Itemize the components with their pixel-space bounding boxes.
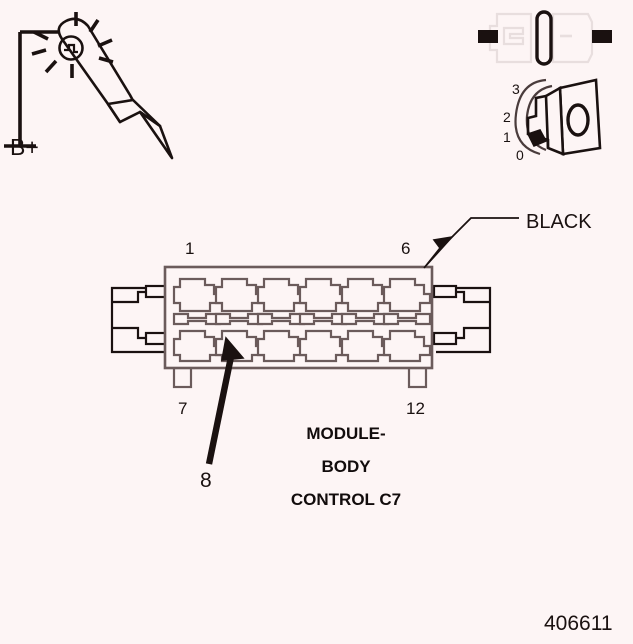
connector-left-leads xyxy=(110,284,170,354)
terminal-cavity-9 xyxy=(256,329,306,363)
probe-body xyxy=(57,17,174,160)
right-terminal-upper xyxy=(432,284,458,299)
latch-tab-6 xyxy=(382,312,432,326)
connector-right-leads xyxy=(432,284,492,354)
callout-pin8-leader xyxy=(205,351,236,465)
mounting-tab-left xyxy=(172,365,193,389)
bplus-label: B+ xyxy=(10,134,39,160)
probe-handle xyxy=(57,17,140,124)
pin-number-top-right: 6 xyxy=(401,239,411,258)
connector-half-left-blade xyxy=(502,26,525,46)
latch-row-middle xyxy=(172,312,432,326)
light-rays xyxy=(31,12,114,78)
connector-caption: MODULE- BODY CONTROL C7 xyxy=(248,425,444,508)
ignition-key-switch-icon xyxy=(514,78,602,156)
connector-disconnected-icon xyxy=(478,10,612,66)
connector-caption-line-3: CONTROL C7 xyxy=(290,490,402,509)
key-position-pointer xyxy=(526,129,548,148)
callout-black xyxy=(423,217,519,269)
left-lead-outer-frame xyxy=(110,286,166,354)
connector-lead-left xyxy=(478,30,498,43)
key-head-face xyxy=(558,78,602,156)
connector-caption-line-1: MODULE- xyxy=(306,424,386,443)
terminal-cavity-10 xyxy=(298,329,348,363)
terminal-row-top xyxy=(172,277,432,313)
right-terminal-lower xyxy=(432,331,458,346)
figure-number: 406611 xyxy=(544,612,613,635)
key-position-label-2: 2 xyxy=(503,109,511,125)
probe-needle-edge xyxy=(140,112,172,158)
terminal-cavity-12 xyxy=(382,329,432,363)
light-ray-7 xyxy=(31,48,47,56)
mounting-tab-right xyxy=(407,365,428,389)
pin-number-bottom-right: 12 xyxy=(406,399,425,418)
probed-pin-label: 8 xyxy=(200,469,212,492)
right-lead-outer-frame xyxy=(436,286,492,354)
terminal-cavity-11 xyxy=(340,329,390,363)
connector-half-left-shell xyxy=(488,12,533,64)
terminal-cavity-4 xyxy=(298,277,348,313)
light-ray-3 xyxy=(97,38,113,48)
terminal-cavity-5 xyxy=(340,277,390,313)
disconnect-gap-oval xyxy=(535,10,553,66)
key-detent-arc-outer xyxy=(514,78,547,156)
pin-number-top-left: 1 xyxy=(185,239,195,258)
key-position-label-1: 1 xyxy=(503,129,511,145)
callout-black-arrowhead xyxy=(423,235,455,269)
light-ray-4 xyxy=(98,56,114,64)
key-face-marking xyxy=(566,103,590,137)
bulb-lens xyxy=(58,35,84,61)
connector-lead-right xyxy=(592,30,612,43)
pin-number-bottom-left: 7 xyxy=(178,399,188,418)
bulb-filament-line xyxy=(64,43,78,54)
light-ray-2 xyxy=(88,19,100,33)
terminal-row-bottom xyxy=(172,329,432,363)
callout-pin8-arrowhead xyxy=(221,336,245,361)
connector-caption-line-2: BODY xyxy=(321,457,371,476)
light-ray-8 xyxy=(33,30,49,41)
light-ray-6 xyxy=(44,59,58,74)
test-light-probe-icon xyxy=(4,30,60,148)
terminal-cavity-2 xyxy=(214,277,264,313)
terminal-cavity-6 xyxy=(382,277,432,313)
connector-half-right-shell xyxy=(551,12,594,64)
terminal-cavity-1 xyxy=(172,277,222,313)
connector-mounting-tabs xyxy=(172,365,428,389)
key-blade-notch xyxy=(526,94,550,148)
filament-icon xyxy=(58,35,84,61)
key-position-label-0: 0 xyxy=(516,147,524,163)
callout-black-leader xyxy=(445,217,519,244)
terminal-cavity-3 xyxy=(256,277,306,313)
key-position-label-3: 3 xyxy=(512,81,520,97)
connector-color-label: BLACK xyxy=(526,211,592,233)
terminal-cavity-7 xyxy=(172,329,222,363)
callout-pin8 xyxy=(205,336,245,465)
